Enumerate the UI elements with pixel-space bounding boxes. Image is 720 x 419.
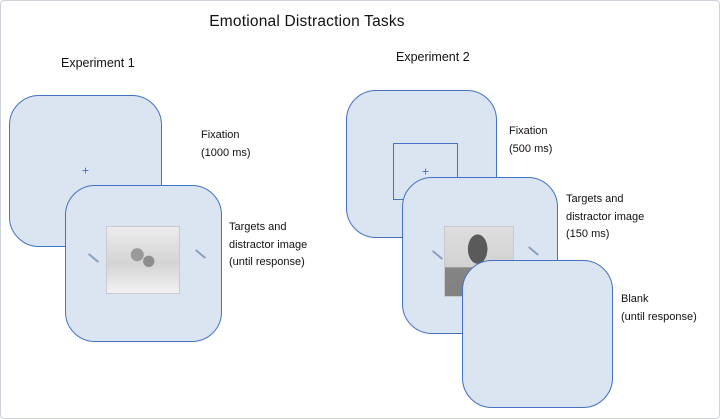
exp1-targets-card [65,185,222,342]
exp1-targets-label: Targets and distractor image (until resp… [229,221,308,269]
exp1-distractor-image [106,226,180,294]
exp2-right-target-line [527,246,540,256]
exp2-blank-label: Blank (until response) [621,293,697,323]
exp1-fixation-cross-icon: + [81,163,90,178]
exp2-fixation-label: Fixation (500 ms) [509,125,553,155]
exp2-left-target-line [431,250,444,260]
exp2-blank-card [462,260,613,408]
experiment-1-heading: Experiment 1 [61,56,135,70]
figure-title: Emotional Distraction Tasks [209,13,405,30]
exp2-fixation-cross-icon: + [421,163,430,178]
experiment-2-heading: Experiment 2 [396,50,470,64]
exp1-right-target-line [194,249,207,259]
exp1-left-target-line [87,253,100,263]
exp1-fixation-label: Fixation (1000 ms) [201,129,251,159]
exp2-targets-label: Targets and distractor image (150 ms) [566,193,645,241]
